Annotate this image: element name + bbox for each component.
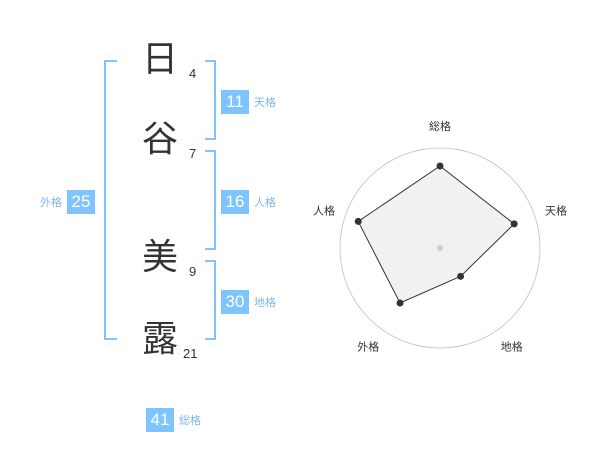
jinkaku-value: 16 [221,190,249,214]
stroke-count-3: 9 [189,264,197,279]
gaikaku-badge: 外格 25 [40,190,95,214]
radar-axis-label-1: 天格 [545,203,567,217]
radar-point-0 [436,162,444,170]
radar-axis-label-0: 総格 [429,119,451,133]
chikaku-label: 地格 [254,296,276,309]
tenkaku-bracket [205,60,216,140]
name-char-1: 日 [141,39,178,80]
jinkaku-bracket [205,150,216,250]
stroke-count-1: 4 [189,66,197,81]
jinkaku-label: 人格 [254,196,276,209]
soukaku-badge: 41 総格 [146,408,201,432]
soukaku-label: 総格 [179,414,201,427]
radar-points [354,162,518,307]
tenkaku-badge: 11 天格 [221,90,276,114]
tenkaku-value: 11 [221,90,249,114]
gaikaku-label: 外格 [40,196,62,209]
radar-axis-label-3: 外格 [357,340,379,354]
soukaku-value: 41 [146,408,174,432]
name-char-2: 谷 [141,119,178,160]
radar-center-dot [437,245,443,251]
stroke-count-2: 7 [189,146,197,161]
chikaku-bracket [205,260,216,340]
radar-point-4 [354,217,362,225]
tenkaku-label: 天格 [254,96,276,109]
stroke-count-4: 21 [183,346,198,361]
radar-axis-label-2: 地格 [501,340,523,354]
radar-point-2 [457,272,465,280]
name-char-3: 美 [141,237,178,278]
chikaku-value: 30 [221,290,249,314]
radar-shape [357,165,515,304]
name-char-4: 露 [141,319,178,360]
gaikaku-bracket [104,60,117,340]
radar-point-1 [510,220,518,228]
radar-axis-label-4: 人格 [313,203,335,217]
radar-point-3 [396,299,404,307]
chikaku-badge: 30 地格 [221,290,276,314]
jinkaku-badge: 16 人格 [221,190,276,214]
gaikaku-value: 25 [67,190,95,214]
